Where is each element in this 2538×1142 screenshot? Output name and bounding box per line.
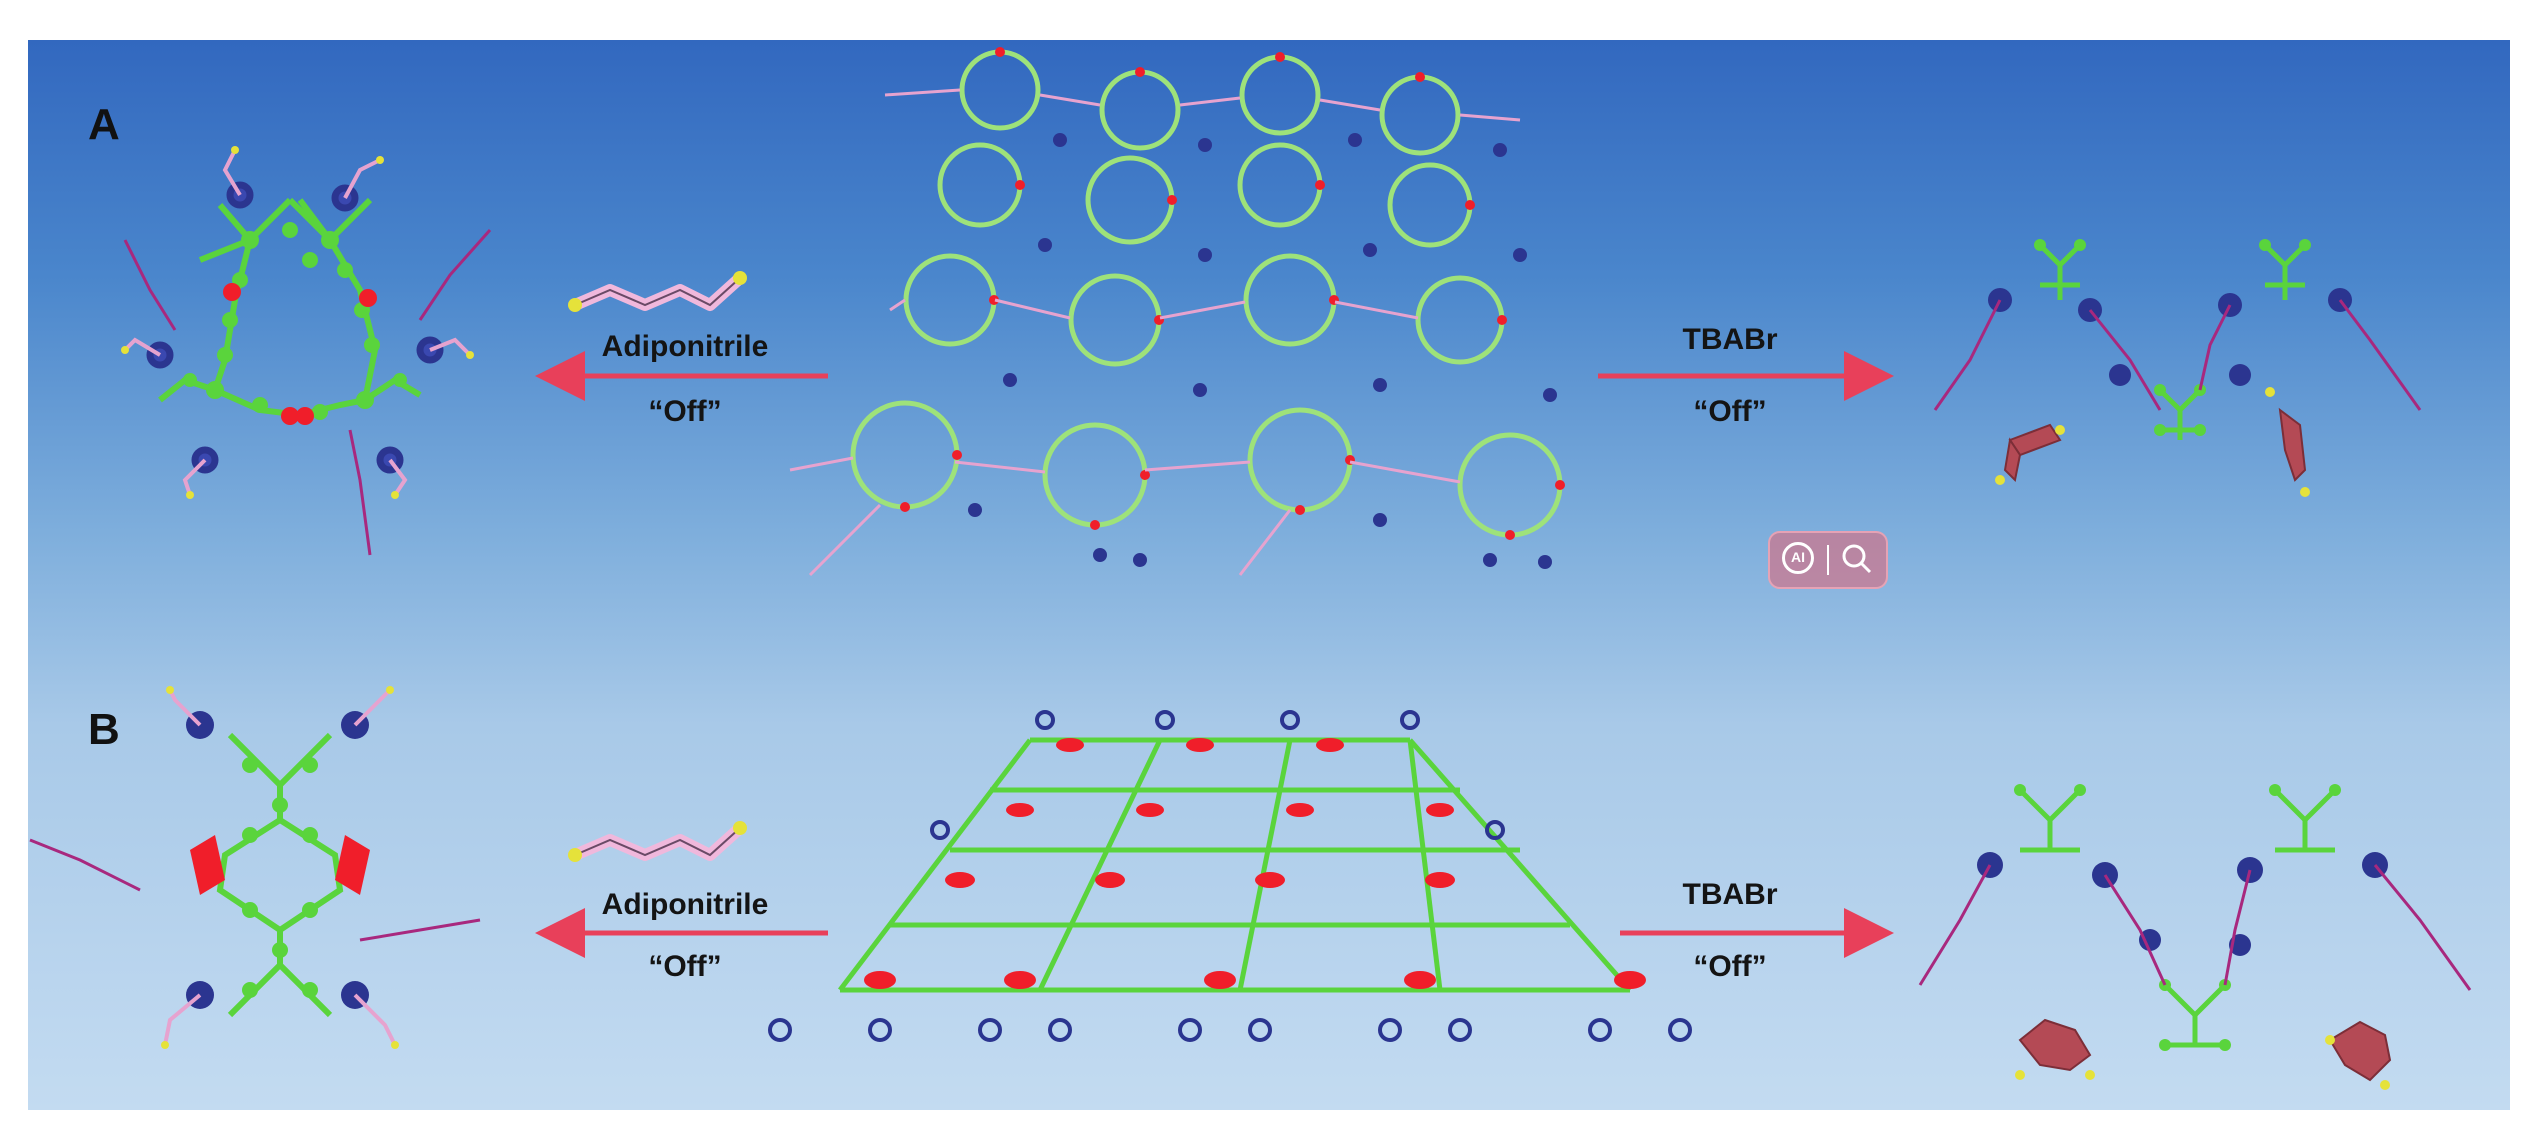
panel-a-adiponitrile-molecule — [568, 271, 747, 312]
panel-a-left-state: “Off” — [648, 395, 722, 428]
search-icon[interactable] — [1840, 542, 1874, 576]
panel-b-right-state: “Off” — [1693, 950, 1767, 983]
panel-b-central-network — [768, 710, 1692, 1042]
panel-a-left-reagent: Adiponitrile — [601, 330, 769, 363]
ai-icon[interactable]: AI — [1782, 542, 1814, 574]
figure-background — [28, 40, 2510, 1110]
panel-b-left-reagent: Adiponitrile — [601, 888, 769, 921]
ai-search-widget[interactable]: AI — [1768, 531, 1888, 589]
panel-b-adiponitrile-molecule — [568, 821, 747, 862]
divider — [1827, 545, 1829, 575]
panel-b-cage — [29, 686, 481, 1049]
panel-b-left-state: “Off” — [648, 950, 722, 983]
panel-label-a: A — [88, 100, 120, 149]
panel-b-tbabr-product — [1918, 784, 2472, 1090]
panel-b-right-reagent: TBABr — [1682, 878, 1778, 911]
panel-a-macrocycle — [121, 146, 492, 556]
panel-a-right-state: “Off” — [1693, 395, 1767, 428]
panel-a-tbabr-product — [1933, 239, 2422, 497]
panel-a-right-reagent: TBABr — [1682, 323, 1778, 356]
panel-label-b: B — [88, 705, 120, 754]
panel-a-central-network — [789, 47, 1565, 577]
